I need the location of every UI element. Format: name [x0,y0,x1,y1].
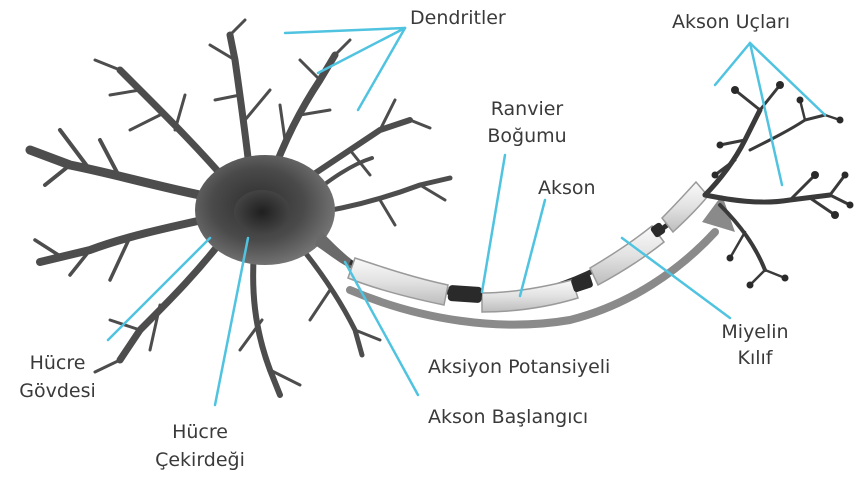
label-axon-terminals: Akson Uçları [672,10,790,34]
label-dendrites: Dendritler [410,6,506,30]
cell-nucleus [234,190,290,234]
label-nucleus-1: Hücre [145,420,255,444]
label-axon: Akson [538,176,596,200]
myelin-sheath [348,182,708,312]
label-cell-body-1: Hücre [10,351,105,375]
label-node-of-ranvier-2: Boğumu [472,124,582,148]
label-axon-hillock: Akson Başlangıcı [428,405,588,429]
label-nucleus-2: Çekirdeği [145,448,255,472]
label-myelin-sheath-1: Miyelin [705,320,805,344]
axon-terminals [705,85,850,285]
label-myelin-sheath-2: Kılıf [705,346,805,370]
label-action-potential: Aksiyon Potansiyeli [428,355,610,379]
label-node-of-ranvier-1: Ranvier [472,97,582,121]
label-cell-body-2: Gövdesi [10,379,105,403]
